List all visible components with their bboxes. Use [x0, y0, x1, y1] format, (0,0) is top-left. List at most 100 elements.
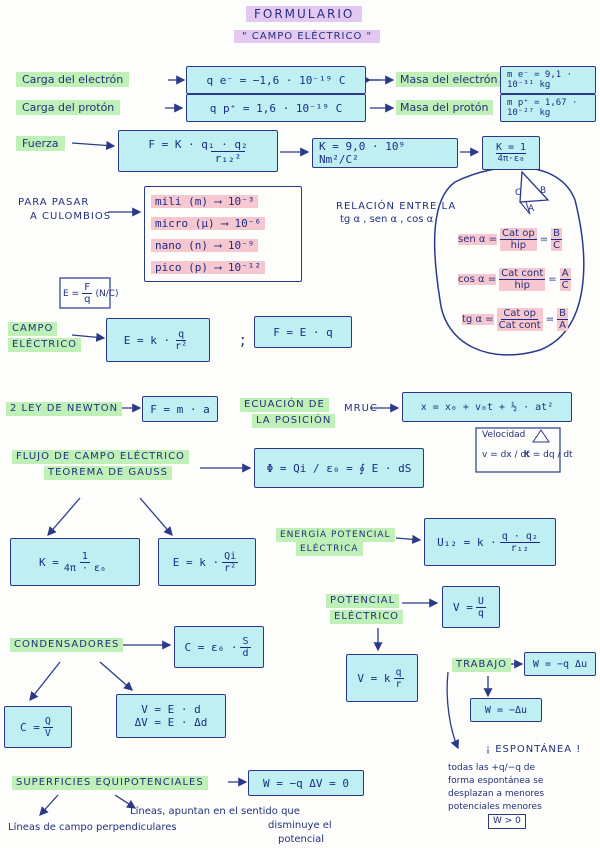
spontaneous-result: W > 0 — [488, 814, 526, 829]
potential-lhs: V = — [453, 600, 473, 614]
work-formula-2: W = −Δu — [470, 698, 542, 722]
mruc-label-line1: Ecuación de — [240, 398, 329, 412]
triangle-label-b: B — [540, 186, 547, 196]
voltage-field-line1: V = E · d — [141, 703, 201, 716]
proton-charge-label: Carga del protón — [16, 100, 121, 115]
energy-label-line2: eléctrica — [296, 542, 363, 556]
cosine-name: cos α = — [458, 274, 497, 285]
velocity-label: Velocidad — [482, 430, 526, 440]
tangent-name: tg α = — [462, 314, 494, 325]
proton-mass-label: Masa del protón — [396, 100, 493, 115]
proton-charge-formula: q p⁺ = 1,6 · 10⁻¹⁹ C — [186, 94, 366, 122]
capacitance-charge-numerator: Q — [42, 715, 53, 728]
capacitors-label: Condensadores — [10, 638, 124, 652]
proton-mass-formula: m p⁺ = 1,67 · 10⁻²⁷ kg — [500, 94, 596, 122]
sine-denominator-2: C — [553, 240, 561, 251]
trig-label-line2: tg α , sen α , cos α — [340, 214, 434, 225]
k-alt-denominator: 4π·ε₀ — [497, 154, 525, 164]
equipotential-note-potential: potencial — [278, 834, 325, 845]
k-alt-formula: K = 1 4π·ε₀ — [482, 136, 540, 170]
potential-point-numerator: q — [393, 666, 404, 679]
potential-energy-lhs: U₁₂ = k · — [437, 535, 497, 549]
electron-charge-formula: q e⁻ = −1,6 · 10⁻¹⁹ C — [186, 66, 366, 94]
sine-denominator: hip — [510, 240, 527, 251]
capacitance-lhs: C = ε₀ · — [184, 640, 238, 654]
energy-label-line1: Energía potencial — [276, 528, 395, 542]
coulomb-law-numerator: F = K · q₁ · q₂ — [148, 137, 248, 151]
k-permittivity-denominator: 4π · ε₀ — [63, 562, 107, 574]
spontaneous-line1: todas las +q/−q de — [448, 763, 536, 773]
tangent-denominator-2: A — [559, 320, 566, 331]
equipotential-label: Superficies equipotenciales — [12, 776, 208, 790]
coulomb-law-denominator: r₁₂² — [210, 150, 246, 165]
voltage-field-formula: V = E · d ΔV = E · Δd — [116, 694, 226, 738]
mruc-formula: x = x₀ + v₀t + ½ · at² — [402, 392, 572, 422]
spontaneous-title: ¡ Espontánea ! — [486, 744, 582, 755]
tangent-numerator-2: B — [557, 308, 568, 320]
conversion-label-line2: a culombios — [30, 211, 112, 222]
cosine-denominator-2: C — [561, 280, 569, 291]
field-note-denominator: q — [84, 294, 91, 305]
capacitance-denominator: d — [242, 647, 249, 659]
flux-label-line2: Teorema de Gauss — [44, 466, 173, 480]
field-formula-lhs: E = k · — [123, 333, 171, 347]
potential-energy-denominator: r₁₂ — [510, 542, 529, 554]
field-force-formula: F = E · q — [254, 316, 352, 348]
field-note-unit: (N/C) — [95, 288, 119, 299]
potential-energy-numerator: q · q₂ — [499, 530, 540, 543]
field-formula-numerator: q — [176, 328, 187, 341]
equipotential-note-field-lines: Líneas de campo perpendiculares — [8, 822, 177, 833]
tangent-denominator: Cat cont — [498, 320, 541, 331]
gauss-flux-formula: Φ = Qi / ε₀ = ∮ E · dS — [254, 448, 424, 488]
potential-point-denominator: r — [395, 678, 402, 690]
potential-denominator: q — [477, 607, 484, 619]
field-formula-denominator: r² — [175, 340, 188, 352]
conversion-row-micro: micro (μ) ⟶ 10⁻⁶ — [151, 216, 265, 230]
potential-numerator: U — [475, 595, 486, 608]
equipotential-formula: W = −q ΔV = 0 — [248, 770, 364, 796]
k-permittivity-numerator: 1 — [79, 550, 90, 563]
coulomb-law-formula: F = K · q₁ · q₂ r₁₂² — [118, 130, 278, 172]
page-title: Formulario — [246, 6, 363, 22]
page-subtitle: " campo eléctrico " — [234, 30, 381, 43]
conversion-row-nano: nano (n) ⟶ 10⁻⁹ — [151, 238, 259, 252]
k-value-formula: K = 9,0 · 10⁹ Nm²/C² — [312, 138, 458, 168]
velocity-v-formula: v = dx / dt — [482, 450, 530, 460]
triangle-label-c: C — [515, 188, 522, 198]
cosine-denominator: hip — [514, 280, 530, 291]
electron-mass-formula: m e⁻ = 9,1 · 10⁻³¹ kg — [500, 66, 596, 94]
spontaneous-line4: potenciales menores — [448, 802, 542, 812]
spontaneous-line2: forma espontánea se — [448, 776, 544, 786]
conversion-row-pico: pico (p) ⟶ 10⁻¹² — [151, 260, 265, 274]
k-permittivity-lhs: K = — [38, 555, 59, 569]
capacitance-charge-lhs: C = — [20, 720, 40, 734]
work-label: Trabajo — [452, 658, 512, 672]
field-label-line1: Campo — [8, 322, 58, 336]
spontaneous-note: todas las +q/−q de forma espontánea se d… — [448, 762, 544, 829]
voltage-field-line2: ΔV = E · Δd — [134, 716, 208, 729]
conversion-row-mili: mili (m) ⟶ 10⁻³ — [151, 194, 259, 208]
gauss-field-denominator: r² — [224, 562, 237, 574]
newton-formula: F = m · a — [142, 396, 218, 422]
conversion-label-line1: Para pasar — [18, 197, 90, 208]
conversion-box: mili (m) ⟶ 10⁻³ micro (μ) ⟶ 10⁻⁶ nano (n… — [144, 186, 302, 282]
field-label-line2: eléctrico — [8, 338, 82, 352]
equipotential-note-direction: Líneas, apuntan en el sentido que — [130, 806, 300, 817]
force-label: Fuerza — [16, 136, 65, 151]
capacitance-charge-denominator: V — [44, 727, 51, 739]
potential-label-line1: Potencial — [326, 594, 400, 608]
field-separator: ; — [240, 330, 246, 349]
cosine-numerator: Cat cont — [499, 268, 546, 280]
electron-mass-label: Masa del electrón — [396, 72, 502, 87]
gauss-field-lhs: E = k · — [172, 555, 220, 569]
equipotential-note-decreases: disminuye el — [268, 820, 332, 831]
